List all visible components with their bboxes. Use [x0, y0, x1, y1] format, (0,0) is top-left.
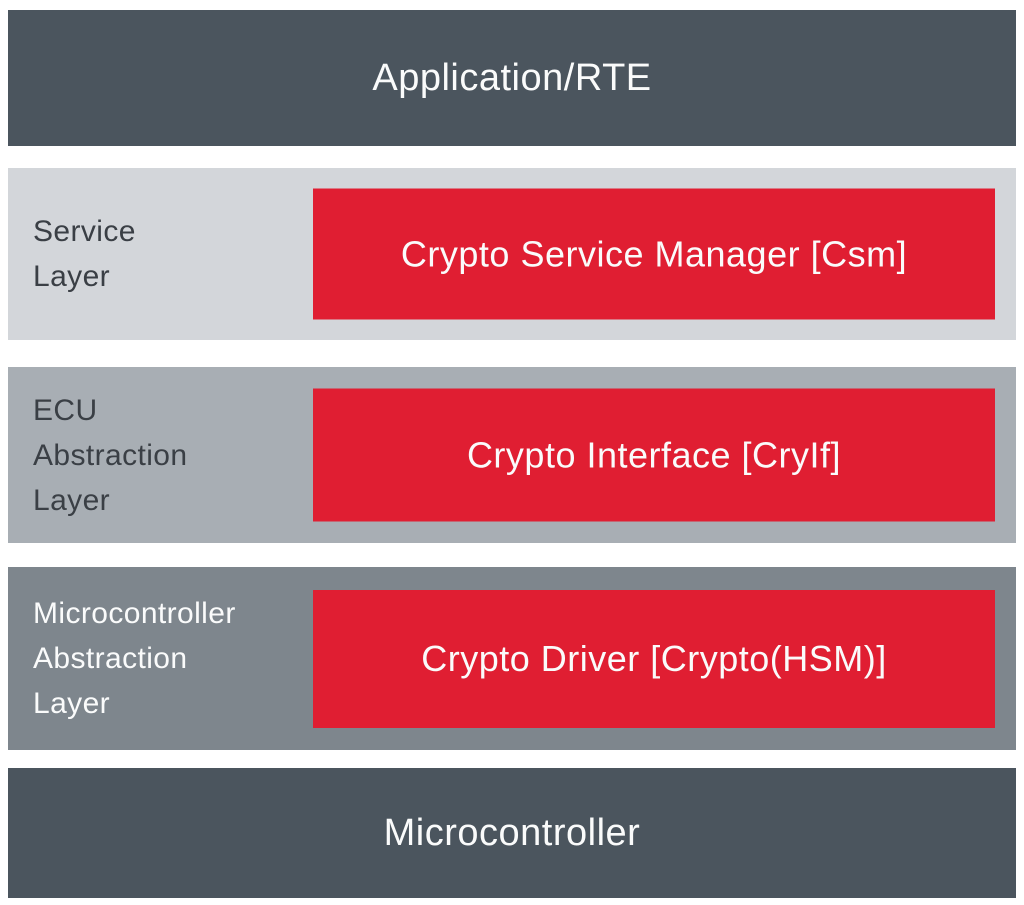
ecu-abstraction-label-line: Abstraction: [33, 438, 188, 472]
layer-band-application-rte: Application/RTE: [8, 10, 1016, 146]
application-rte-title: Application/RTE: [372, 56, 652, 99]
crypto-driver-label: Crypto Driver [Crypto(HSM)]: [421, 637, 887, 679]
ecu-abstraction-layer-label: ECU Abstraction Layer: [8, 388, 187, 523]
service-layer-label: Service Layer: [8, 209, 136, 299]
crypto-interface-label: Crypto Interface [CryIf]: [466, 434, 842, 475]
microcontroller-abstraction-label-line: Microcontroller: [33, 597, 236, 630]
microcontroller-abstraction-label-line: Layer: [33, 687, 111, 720]
layer-band-ecu-abstraction: ECU Abstraction Layer Crypto Interface […: [8, 367, 1016, 543]
service-layer-label-line: Layer: [33, 260, 111, 293]
layer-band-microcontroller: Microcontroller: [8, 768, 1016, 898]
microcontroller-abstraction-layer-label: Microcontroller Abstraction Layer: [8, 591, 236, 726]
ecu-abstraction-label-line: ECU: [33, 393, 98, 427]
layer-band-microcontroller-abstraction: Microcontroller Abstraction Layer Crypto…: [8, 567, 1016, 750]
module-box-crypto-driver: Crypto Driver [Crypto(HSM)]: [313, 589, 995, 728]
layer-band-service: Service Layer Crypto Service Manager [Cs…: [8, 168, 1016, 340]
microcontroller-title: Microcontroller: [383, 811, 641, 854]
module-box-crypto-interface: Crypto Interface [CryIf]: [313, 388, 995, 522]
module-box-crypto-service-manager: Crypto Service Manager [Csm]: [313, 188, 995, 320]
crypto-service-manager-label: Crypto Service Manager [Csm]: [400, 233, 908, 274]
ecu-abstraction-label-line: Layer: [33, 483, 111, 517]
service-layer-label-line: Service: [33, 215, 136, 248]
microcontroller-abstraction-label-line: Abstraction: [33, 642, 188, 675]
